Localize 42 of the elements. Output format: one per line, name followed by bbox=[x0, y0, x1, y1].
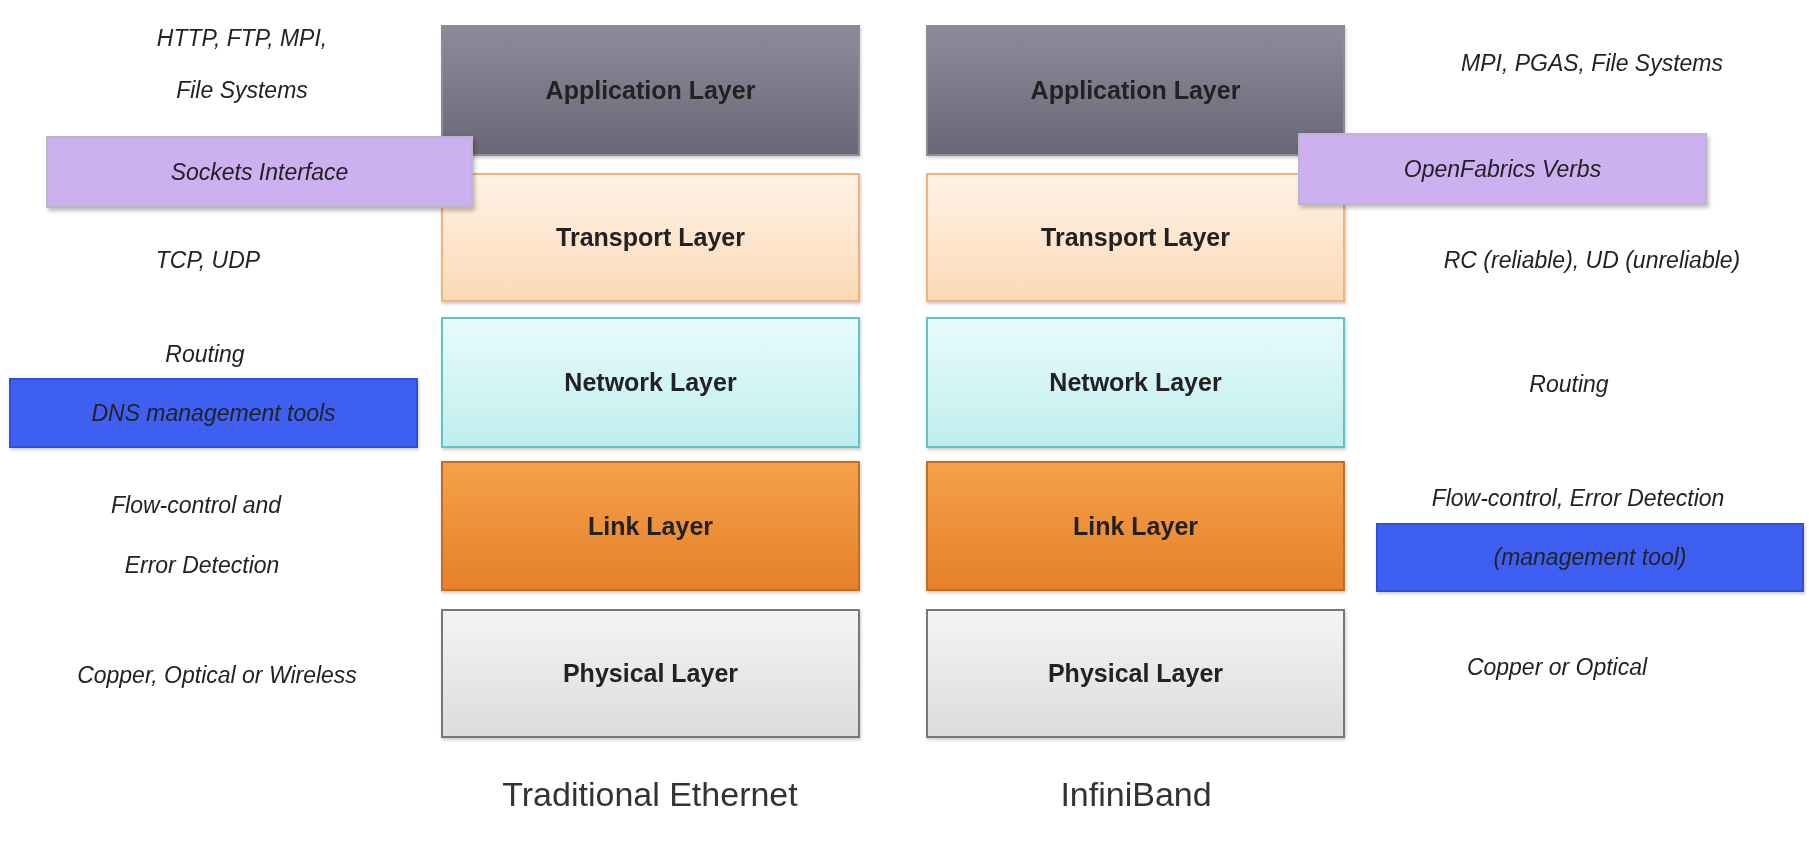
layer-label: Physical Layer bbox=[562, 659, 739, 688]
protocol-note: Flow-control, Error Detection bbox=[1431, 484, 1725, 512]
layer-label: Transport Layer bbox=[1041, 223, 1230, 252]
link-layer-box bbox=[926, 461, 1345, 591]
layer-label: Network Layer bbox=[1049, 368, 1222, 397]
link-layer-box bbox=[441, 461, 860, 591]
layer-label: OpenFabrics Verbs bbox=[1403, 155, 1602, 183]
protocol-note: File Systems bbox=[176, 76, 308, 104]
protocol-note: Routing bbox=[165, 340, 245, 368]
layer-label: (management tool) bbox=[1493, 544, 1687, 571]
layer-label: Network Layer bbox=[564, 368, 737, 397]
layer-label: Link Layer bbox=[587, 511, 714, 541]
stack-caption: Traditional Ethernet bbox=[502, 774, 798, 814]
network-layer-box bbox=[926, 317, 1345, 448]
protocol-note: RC (reliable), UD (unreliable) bbox=[1443, 246, 1741, 274]
management-tool-box bbox=[9, 378, 418, 448]
layer-label: Application Layer bbox=[1030, 76, 1241, 105]
protocol-note: Routing bbox=[1529, 370, 1609, 398]
network-layer-box bbox=[441, 317, 860, 448]
layer-label: Application Layer bbox=[545, 76, 756, 105]
interface-box bbox=[46, 136, 473, 208]
layer-label: Sockets Interface bbox=[170, 158, 349, 186]
protocol-note: Copper or Optical bbox=[1466, 653, 1648, 681]
protocol-note: TCP, UDP bbox=[155, 246, 261, 274]
layer-label: DNS management tools bbox=[91, 399, 336, 427]
protocol-note: Copper, Optical or Wireless bbox=[77, 661, 357, 689]
management-tool-box bbox=[1376, 523, 1804, 592]
physical-layer-box bbox=[441, 609, 860, 738]
physical-layer-box bbox=[926, 609, 1345, 738]
application-layer-box bbox=[441, 25, 860, 156]
transport-layer-box bbox=[441, 173, 860, 302]
stack-caption: InfiniBand bbox=[1060, 774, 1212, 814]
protocol-note: MPI, PGAS, File Systems bbox=[1461, 49, 1723, 77]
protocol-note: Error Detection bbox=[124, 551, 280, 579]
application-layer-box bbox=[926, 25, 1345, 156]
layer-label: Link Layer bbox=[1072, 511, 1199, 541]
protocol-note: Flow-control and bbox=[111, 491, 281, 519]
protocol-note: HTTP, FTP, MPI, bbox=[156, 24, 328, 52]
transport-layer-box bbox=[926, 173, 1345, 302]
interface-box bbox=[1298, 133, 1707, 205]
layer-label: Transport Layer bbox=[556, 223, 745, 252]
layer-label: Physical Layer bbox=[1047, 659, 1224, 688]
